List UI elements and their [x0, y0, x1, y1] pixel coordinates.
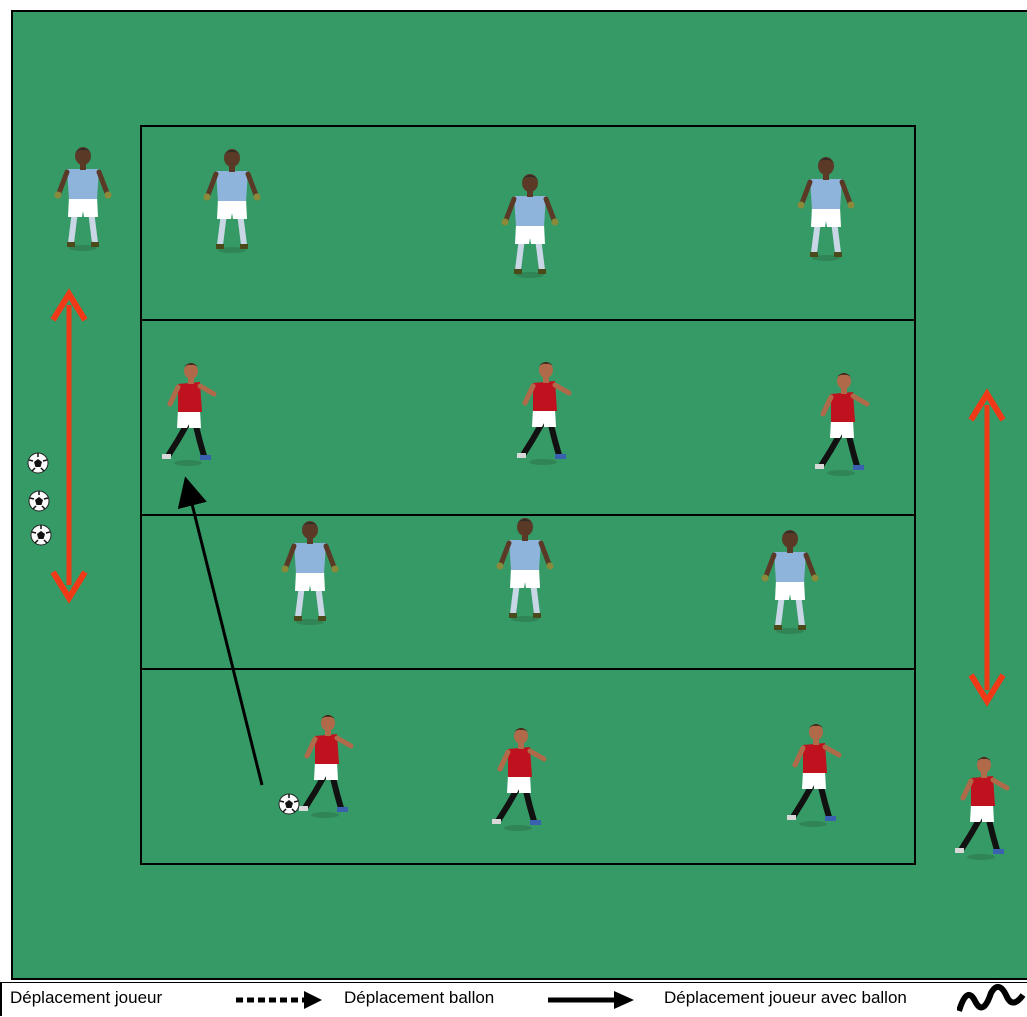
ball: [27, 452, 49, 474]
red-player: [787, 724, 839, 827]
blue-player: [497, 518, 554, 622]
dashed-arrow-icon: [236, 991, 322, 1009]
drill-area: [140, 125, 916, 865]
blue-player: [282, 521, 339, 625]
solid-arrow-icon: [548, 991, 634, 1009]
left-double-arrow: [50, 288, 88, 604]
ball: [278, 793, 300, 815]
red-player: [517, 362, 569, 465]
legend-player-with-ball: Déplacement joueur avec ballon: [664, 988, 907, 1007]
blue-player: [502, 174, 559, 278]
legend: Déplacement joueur Déplacement ballon Dé…: [0, 982, 1027, 1016]
red-player: [955, 757, 1007, 860]
red-player: [299, 715, 351, 818]
ball: [28, 490, 50, 512]
ball: [30, 524, 52, 546]
blue-player: [204, 149, 261, 253]
legend-ball-move: Déplacement ballon: [344, 988, 495, 1007]
right-double-arrow: [968, 388, 1006, 707]
blue-player: [55, 147, 112, 251]
wavy-line-icon: [957, 984, 1026, 1012]
pass-arrow: [177, 476, 264, 786]
blue-player: [798, 157, 855, 261]
blue-player: [762, 530, 819, 634]
red-player: [815, 373, 867, 476]
legend-player-move: Déplacement joueur: [10, 988, 163, 1007]
red-player: [162, 363, 214, 466]
red-player: [492, 728, 544, 831]
